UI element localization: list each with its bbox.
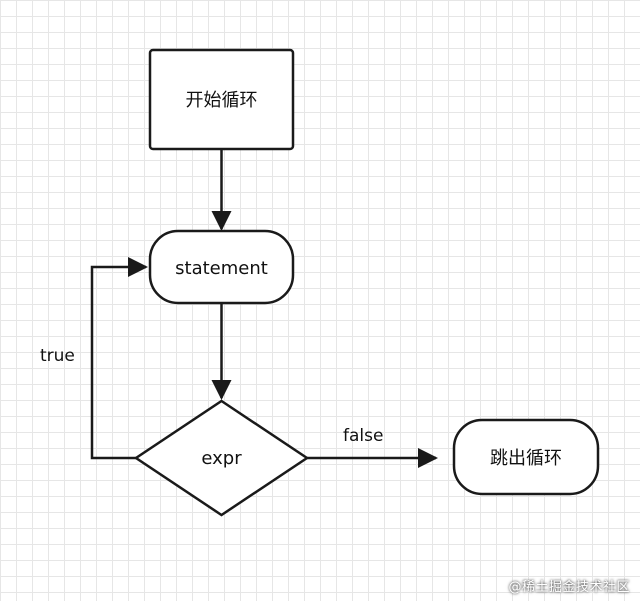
node-statement: statement <box>148 229 295 305</box>
exit-loop-box <box>452 418 600 496</box>
expr-diamond <box>133 399 310 517</box>
false-label: false <box>343 426 383 446</box>
start-loop-label: 开始循环 <box>186 90 258 111</box>
exit-loop-label: 跳出循环 <box>490 448 562 469</box>
node-exit-loop: 跳出循环 <box>452 418 600 496</box>
edge-expr-true-to-statement <box>90 257 148 460</box>
true-label: true <box>40 346 75 366</box>
node-expr: expr <box>133 399 310 517</box>
watermark: @稀土掘金技术社区 <box>508 580 630 595</box>
expr-label: expr <box>201 448 242 469</box>
statement-label: statement <box>175 258 268 279</box>
node-start-loop: 开始循环 <box>148 48 295 151</box>
